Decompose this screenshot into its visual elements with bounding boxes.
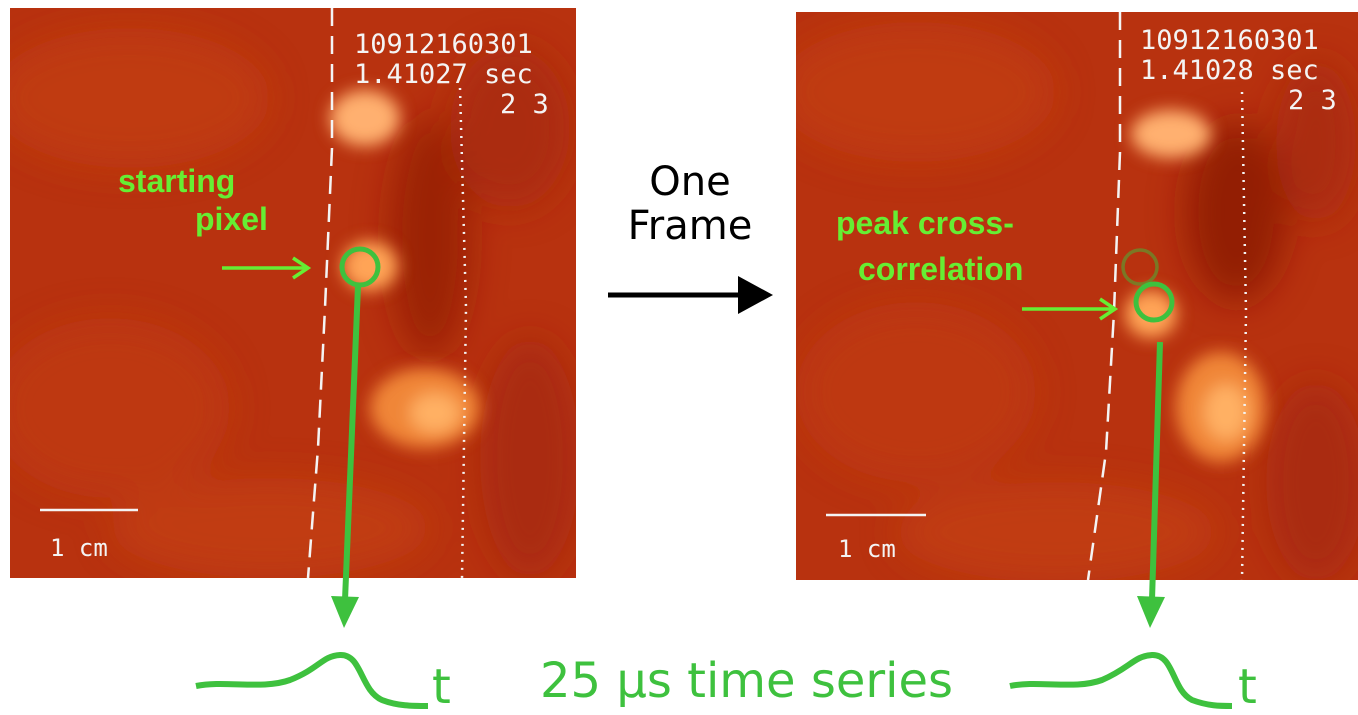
right-time-readout: 1.41028 sec bbox=[1140, 55, 1319, 86]
left-channel-label: 2 3 bbox=[500, 89, 549, 120]
step-label-line1: One bbox=[649, 159, 731, 205]
starting-label-line1: starting bbox=[118, 163, 236, 199]
peak-label-line1: peak cross- bbox=[836, 205, 1014, 241]
starting-label-line2: pixel bbox=[195, 201, 268, 237]
right-frame-image: 10912160301 1.41028 sec 2 3 1 cm peak cr… bbox=[796, 12, 1358, 580]
left-time-readout: 1.41027 sec bbox=[354, 59, 533, 90]
left-waveform-icon bbox=[195, 651, 429, 709]
right-frame-heatmap bbox=[796, 12, 1358, 580]
peak-label-line2: correlation bbox=[858, 251, 1024, 287]
right-channel-label: 2 3 bbox=[1288, 85, 1337, 116]
right-waveform-icon bbox=[1009, 651, 1233, 709]
left-shot-id: 10912160301 bbox=[354, 29, 533, 60]
left-frame-heatmap bbox=[10, 8, 576, 578]
one-frame-arrow bbox=[608, 276, 773, 314]
step-label-line2: Frame bbox=[627, 203, 753, 249]
step-label: One Frame bbox=[600, 160, 780, 248]
right-time-symbol: t bbox=[1238, 659, 1257, 715]
right-scale-label: 1 cm bbox=[838, 535, 896, 563]
right-shot-id: 10912160301 bbox=[1140, 25, 1319, 56]
left-frame-image: 10912160301 1.41027 sec 2 3 1 cm startin… bbox=[10, 8, 576, 578]
time-series-caption: 25 µs time series bbox=[540, 653, 953, 709]
left-time-symbol: t bbox=[432, 659, 451, 715]
left-scale-label: 1 cm bbox=[50, 534, 108, 562]
